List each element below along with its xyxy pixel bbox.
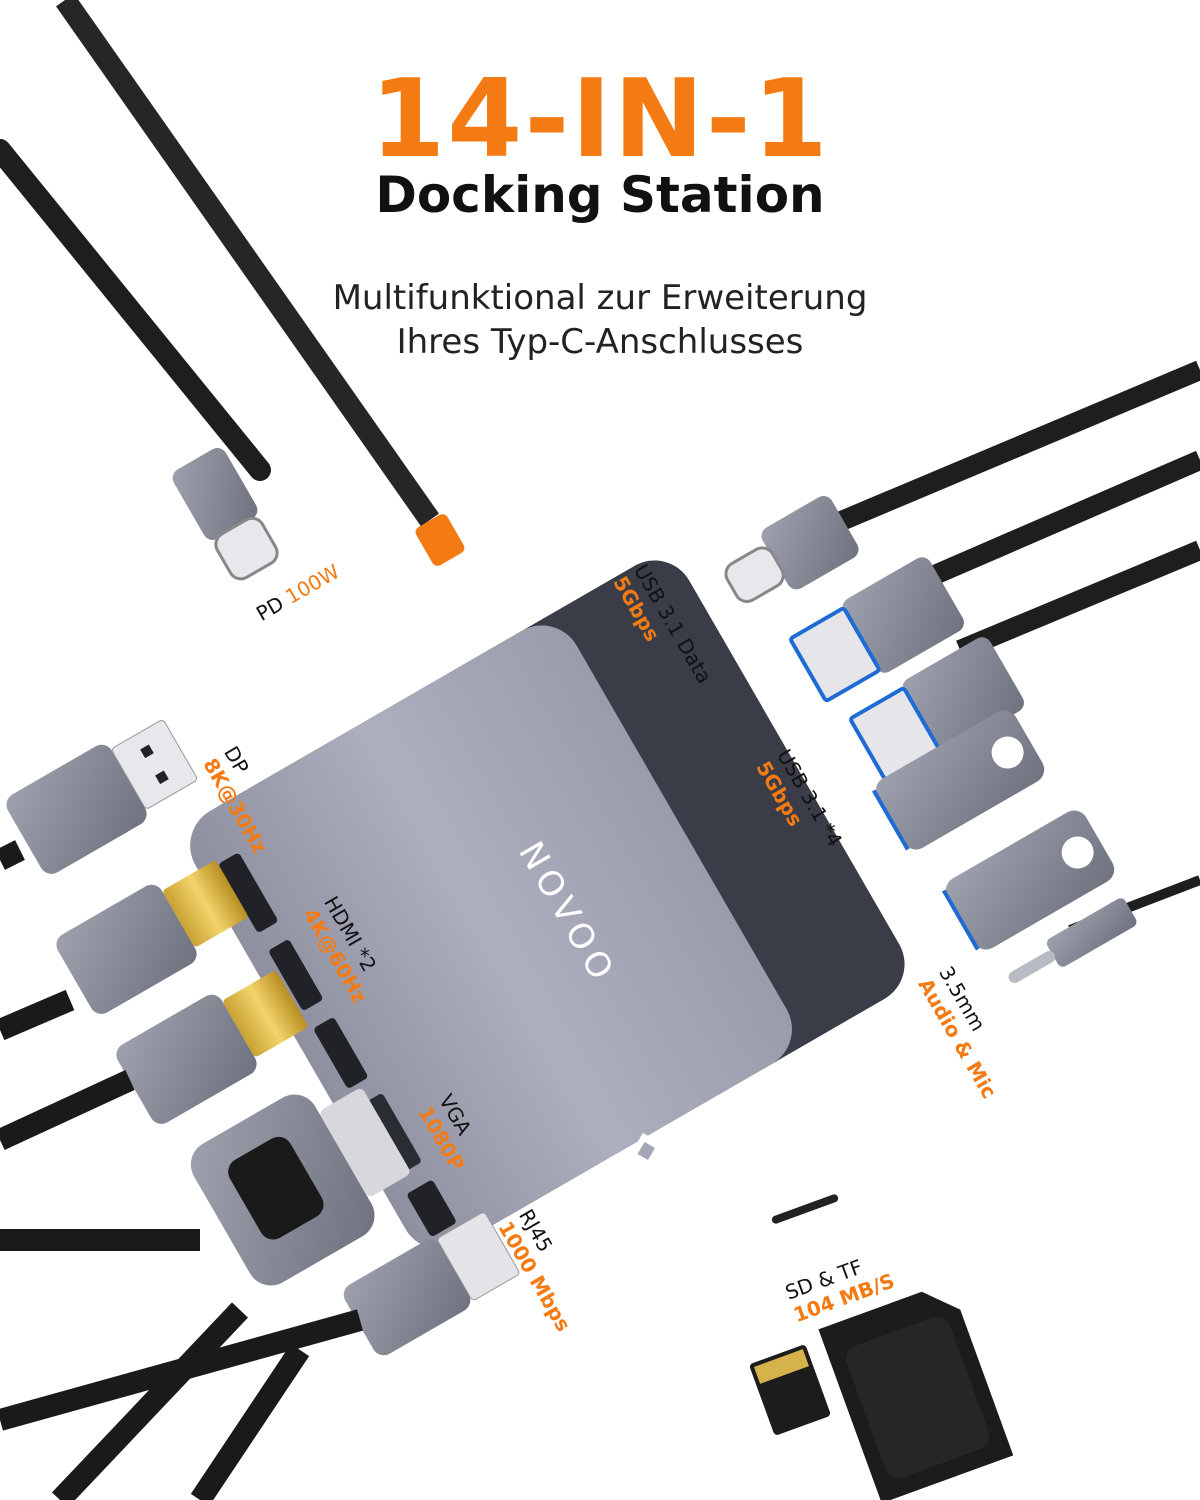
- orange-strain-relief: [415, 514, 465, 566]
- usb-c-connector-icon: [172, 448, 279, 581]
- hdmi-connector-icon: [116, 971, 308, 1124]
- brand-logo-icon: [628, 1132, 668, 1172]
- usb-c-data-connector-icon: [724, 496, 859, 603]
- tagline-line-1: Multifunktional zur Erweiterung: [332, 278, 868, 318]
- left-cables: [0, 840, 363, 1500]
- docking-station-hub: [190, 560, 905, 1250]
- dp-port: [219, 853, 278, 932]
- hdmi-connector-icon: [56, 861, 248, 1014]
- tagline: Multifunktional zur Erweiterung Ihres Ty…: [0, 276, 1200, 364]
- headline-title: 14-IN-1: [370, 57, 830, 182]
- usb-a-connector-icon: [789, 557, 964, 703]
- sd-card-icon: [818, 1291, 1014, 1500]
- vga-connector-icon: [190, 1088, 410, 1286]
- usb-flash-drive-icon: [871, 710, 1045, 851]
- usb-flash-drive-icon: [941, 810, 1115, 951]
- displayport-connector-icon: [6, 719, 197, 874]
- microsd-card-icon: [749, 1345, 831, 1435]
- right-cables: [816, 360, 1200, 935]
- rj45-port: [407, 1180, 456, 1237]
- headline-subtitle: Docking Station: [375, 166, 825, 224]
- sd-slot: [771, 1194, 839, 1224]
- pd-cable: [0, 0, 440, 527]
- audio-jack-connector-icon: [1008, 898, 1137, 983]
- hdmi-port-1: [269, 940, 323, 1010]
- rj45-connector-icon: [343, 1212, 520, 1356]
- tagline-line-2: Ihres Typ-C-Anschlusses: [396, 322, 804, 362]
- hdmi-port-2: [314, 1018, 368, 1088]
